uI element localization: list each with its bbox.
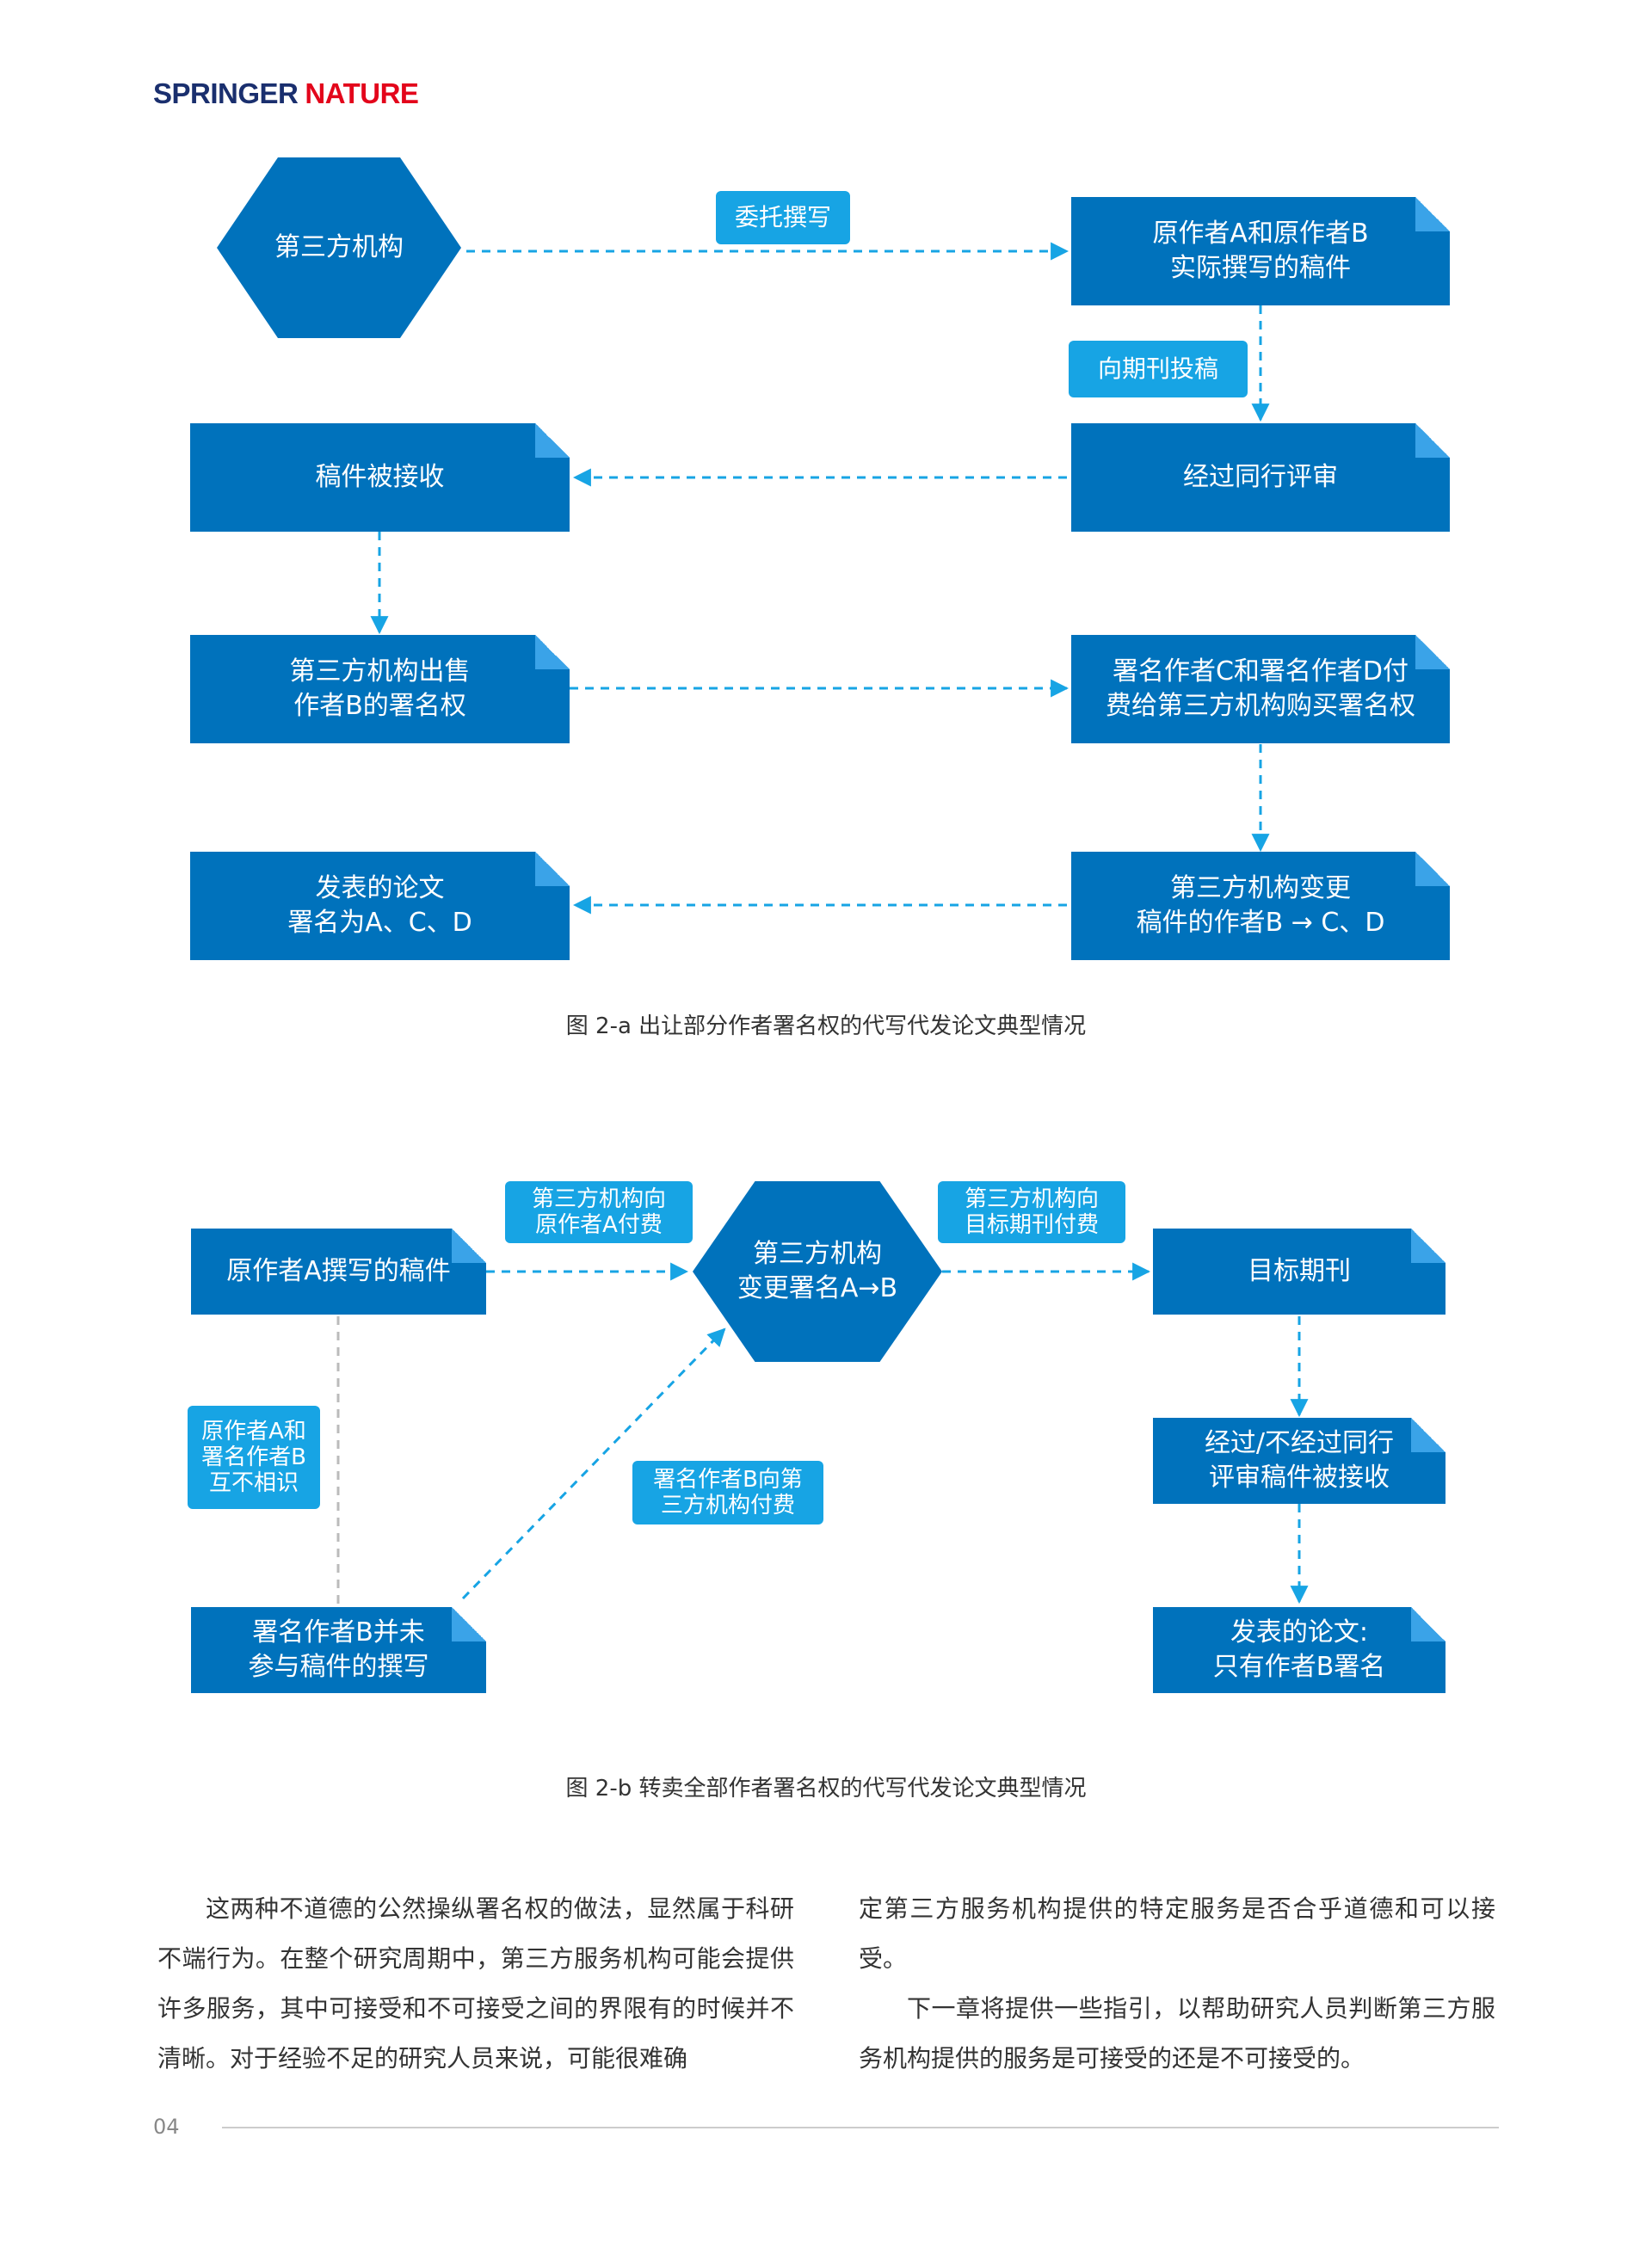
- page-fold-icon: [1415, 852, 1450, 886]
- node-accepted-a-label: 稿件被接收: [315, 462, 445, 492]
- node-target-journal: 目标期刊: [1153, 1229, 1446, 1315]
- node-sell-authorship: 第三方机构出售 作者B的署名权: [190, 635, 570, 743]
- body-column-right: 定第三方服务机构提供的特定服务是否合乎道德和可以接受。 下一章将提供一些指引，以…: [859, 1884, 1495, 2084]
- body-column-left: 这两种不道德的公然操纵署名权的做法，显然属于科研不端行为。在整个研究周期中，第三…: [157, 1884, 794, 2084]
- node-original-manuscript-a: 原作者A和原作者B 实际撰写的稿件: [1071, 197, 1450, 305]
- label-pay-target-journal: 第三方机构向 目标期刊付费: [938, 1181, 1125, 1243]
- logo-springer: SPRINGER: [153, 77, 299, 109]
- node-buy-authorship-label: 署名作者C和署名作者D付 费给第三方机构购买署名权: [1106, 656, 1415, 721]
- node-peer-review: 经过同行评审: [1071, 423, 1450, 532]
- label-pay-original-text: 第三方机构向 原作者A付费: [531, 1186, 666, 1238]
- node-accepted-a: 稿件被接收: [190, 423, 570, 532]
- page-fold-icon: [1411, 1418, 1446, 1452]
- node-buy-authorship: 署名作者C和署名作者D付 费给第三方机构购买署名权: [1071, 635, 1450, 743]
- figure-b-caption: 图 2-b 转卖全部作者署名权的代写代发论文典型情况: [565, 1776, 1087, 1802]
- arrow-authorb-to-hex: [461, 1327, 726, 1600]
- footer-divider: [222, 2127, 1499, 2128]
- node-change-author: 第三方机构变更 稿件的作者B → C、D: [1071, 852, 1450, 960]
- node-published-b-label: 发表的论文: 只有作者B署名: [1212, 1617, 1386, 1682]
- label-author-b-pays: 署名作者B向第 三方机构付费: [632, 1461, 823, 1524]
- node-original-manuscript-b-label: 原作者A撰写的稿件: [226, 1256, 451, 1286]
- node-author-b-not-involved: 署名作者B并未 参与稿件的撰写: [191, 1607, 486, 1693]
- page-fold-icon: [452, 1229, 486, 1263]
- label-not-acquainted: 原作者A和 署名作者B 互不相识: [188, 1406, 320, 1509]
- node-target-journal-label: 目标期刊: [1248, 1256, 1351, 1286]
- paragraph-1: 这两种不道德的公然操纵署名权的做法，显然属于科研不端行为。在整个研究周期中，第三…: [157, 1894, 794, 2073]
- node-change-author-label: 第三方机构变更 稿件的作者B → C、D: [1136, 873, 1385, 938]
- label-pay-original-author: 第三方机构向 原作者A付费: [505, 1181, 693, 1243]
- label-pay-journal-text: 第三方机构向 目标期刊付费: [964, 1186, 1099, 1238]
- page-fold-icon: [1411, 1229, 1446, 1263]
- page-fold-icon: [535, 423, 570, 458]
- page-fold-icon: [535, 852, 570, 886]
- page-fold-icon: [535, 635, 570, 669]
- node-published-b: 发表的论文: 只有作者B署名: [1153, 1607, 1446, 1693]
- paragraph-1-continued: 定第三方服务机构提供的特定服务是否合乎道德和可以接受。: [859, 1894, 1495, 1973]
- node-accepted-b: 经过/不经过同行 评审稿件被接收: [1153, 1418, 1446, 1504]
- node-published-a-label: 发表的论文 署名为A、C、D: [287, 873, 472, 938]
- node-third-party-b-label: 第三方机构 变更署名A→B: [737, 1239, 898, 1303]
- page-fold-icon: [1415, 423, 1450, 458]
- label-not-acquainted-text: 原作者A和 署名作者B 互不相识: [201, 1419, 306, 1496]
- page-fold-icon: [1411, 1607, 1446, 1641]
- node-accepted-b-label: 经过/不经过同行 评审稿件被接收: [1204, 1428, 1395, 1493]
- page-fold-icon: [1415, 635, 1450, 669]
- label-author-b-pays-text: 署名作者B向第 三方机构付费: [653, 1467, 803, 1518]
- page-fold-icon: [1415, 197, 1450, 231]
- paragraph-2: 下一章将提供一些指引，以帮助研究人员判断第三方服务机构提供的服务是可接受的还是不…: [859, 1994, 1495, 2073]
- label-submit-text: 向期刊投稿: [1097, 354, 1218, 383]
- figure-a-caption: 图 2-a 出让部分作者署名权的代写代发论文典型情况: [565, 1013, 1087, 1039]
- label-commission: 委托撰写: [716, 191, 850, 244]
- node-author-b-not-involved-label: 署名作者B并未 参与稿件的撰写: [248, 1617, 429, 1682]
- page-fold-icon: [452, 1607, 486, 1641]
- label-submit-to-journal: 向期刊投稿: [1069, 341, 1248, 397]
- node-original-manuscript-a-label: 原作者A和原作者B 实际撰写的稿件: [1152, 219, 1369, 283]
- node-peer-review-label: 经过同行评审: [1183, 462, 1338, 492]
- node-original-manuscript-b: 原作者A撰写的稿件: [191, 1229, 486, 1315]
- node-sell-authorship-label: 第三方机构出售 作者B的署名权: [289, 656, 471, 721]
- node-published-a: 发表的论文 署名为A、C、D: [190, 852, 570, 960]
- page-number: 04: [153, 2115, 180, 2139]
- logo-nature: NATURE: [305, 77, 419, 109]
- node-third-party-a: 第三方机构: [217, 157, 461, 338]
- node-third-party-a-label: 第三方机构: [274, 232, 404, 262]
- label-commission-text: 委托撰写: [734, 203, 831, 231]
